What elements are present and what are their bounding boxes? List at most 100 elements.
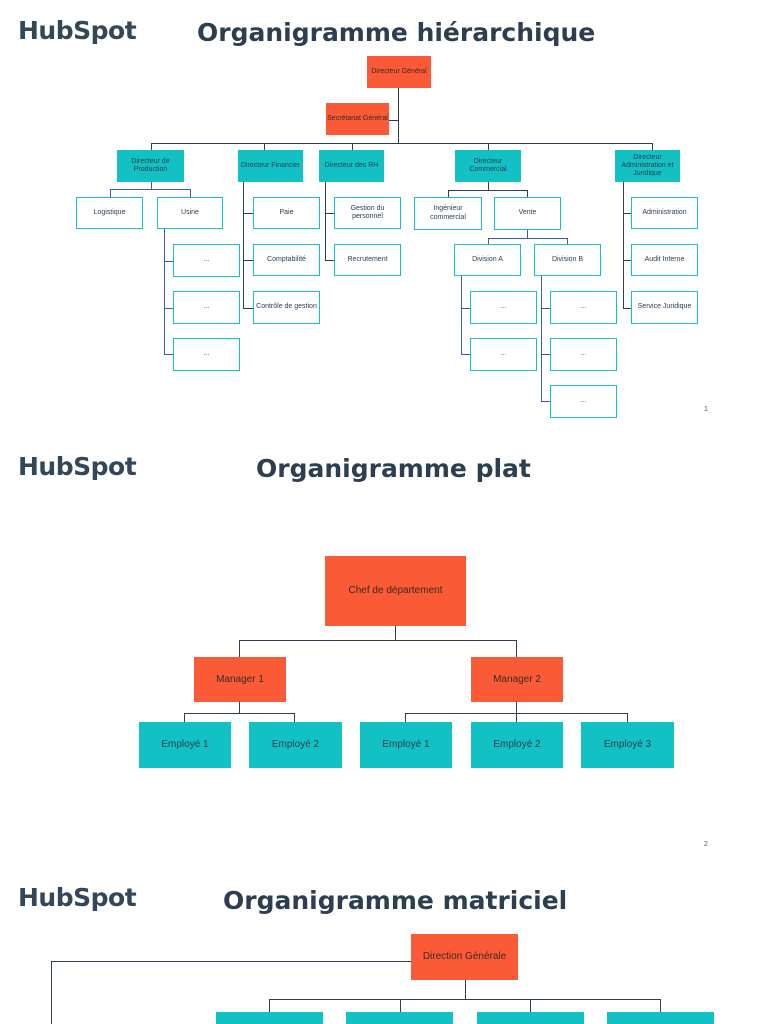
box-employe: Employé 1	[139, 722, 231, 768]
page-number: 2	[704, 841, 708, 848]
connector	[623, 182, 624, 308]
connector	[325, 182, 326, 260]
connector	[541, 401, 550, 402]
hubspot-logo-text: HubSpot	[18, 883, 137, 912]
box-division	[477, 1012, 584, 1024]
connector	[239, 702, 240, 713]
connector	[488, 143, 489, 150]
connector	[243, 260, 253, 261]
connector	[527, 230, 528, 238]
hubspot-logo-text: HubSpot	[18, 16, 137, 45]
connector	[243, 213, 253, 214]
connector	[395, 626, 396, 640]
connector	[398, 88, 399, 143]
connector	[164, 308, 173, 309]
box-comptabilite: Comptabilité	[253, 244, 320, 276]
connector	[448, 190, 528, 191]
hubspot-logo: HubSpot	[18, 452, 137, 481]
box-placeholder: ...	[470, 291, 537, 324]
box-placeholder: ...	[173, 338, 240, 371]
connector	[541, 308, 550, 309]
connector	[325, 260, 334, 261]
box-usine: Usine	[157, 197, 223, 229]
connector	[243, 182, 244, 308]
connector	[269, 999, 270, 1012]
connector	[516, 640, 517, 657]
page-title: Organigramme plat	[256, 454, 531, 483]
connector	[184, 713, 185, 722]
connector	[51, 961, 52, 1024]
connector	[51, 961, 411, 962]
hubspot-logo: HubSpot	[18, 16, 137, 45]
connector	[389, 120, 398, 121]
box-audit-interne: Audit Interne	[631, 244, 698, 276]
box-paie: Paie	[253, 197, 320, 229]
connector	[164, 354, 173, 355]
connector	[461, 276, 462, 355]
connector	[623, 213, 631, 214]
connector	[488, 182, 489, 190]
box-director: Directeur Financier	[238, 150, 303, 182]
box-ingenieur-commercial: Ingénieur commercial	[414, 197, 482, 230]
box-placeholder: ...	[173, 244, 240, 277]
connector	[623, 260, 631, 261]
connector	[239, 640, 240, 657]
connector	[239, 640, 517, 641]
connector	[151, 143, 152, 150]
connector	[541, 276, 542, 402]
connector	[151, 182, 152, 189]
box-logistique: Logistique	[76, 197, 143, 229]
box-director: Directeur Administration et Juridique	[615, 150, 680, 182]
page-title: Organigramme matriciel	[223, 886, 568, 915]
connector	[516, 702, 517, 713]
connector	[269, 999, 661, 1000]
page-title: Organigramme hiérarchique	[197, 18, 596, 47]
connector	[541, 354, 550, 355]
connector	[652, 143, 653, 150]
box-secretariat: Secrétariat Général	[326, 103, 389, 135]
connector	[623, 308, 631, 309]
box-placeholder: ...	[550, 385, 617, 418]
box-placeholder: ...	[550, 291, 617, 324]
hubspot-logo-text: HubSpot	[18, 452, 137, 481]
connector	[164, 229, 165, 355]
box-division-a: Division A	[454, 244, 521, 276]
connector	[448, 190, 449, 197]
box-division-b: Division B	[534, 244, 601, 276]
box-chef-departement: Chef de département	[325, 556, 466, 626]
box-controle-gestion: Contrôle de gestion	[253, 291, 320, 324]
connector	[516, 713, 517, 722]
box-vente: Vente	[494, 197, 561, 230]
connector	[660, 999, 661, 1012]
box-manager: Manager 1	[194, 657, 286, 702]
box-director: Directeur des RH	[319, 150, 384, 182]
connector	[264, 143, 265, 150]
connector	[530, 999, 531, 1012]
connector	[325, 213, 334, 214]
connector	[400, 999, 401, 1012]
connector	[184, 713, 295, 714]
box-placeholder: ...	[470, 338, 537, 371]
connector	[488, 238, 568, 239]
connector	[488, 238, 489, 244]
box-director: Directeur Commercial	[455, 150, 521, 182]
connector	[465, 980, 466, 999]
box-placeholder: ...	[550, 338, 617, 371]
box-directeur-general: Directeur Général	[367, 56, 431, 88]
connector	[110, 189, 111, 197]
connector	[243, 308, 253, 309]
box-manager: Manager 2	[471, 657, 563, 702]
box-administration: Administration	[631, 197, 698, 229]
box-gestion-personnel: Gestion du personnel	[334, 197, 401, 229]
box-division	[216, 1012, 323, 1024]
connector	[352, 143, 353, 150]
box-director: Directeur de Production	[117, 150, 184, 182]
connector	[110, 189, 190, 190]
connector	[164, 261, 173, 262]
connector	[294, 713, 295, 722]
page-hierarchique: HubSpot Organigramme hiérarchique Direct…	[0, 0, 768, 430]
hubspot-logo: HubSpot	[18, 883, 137, 912]
box-division	[346, 1012, 453, 1024]
connector	[461, 308, 470, 309]
box-direction-generale: Direction Générale	[411, 934, 518, 980]
